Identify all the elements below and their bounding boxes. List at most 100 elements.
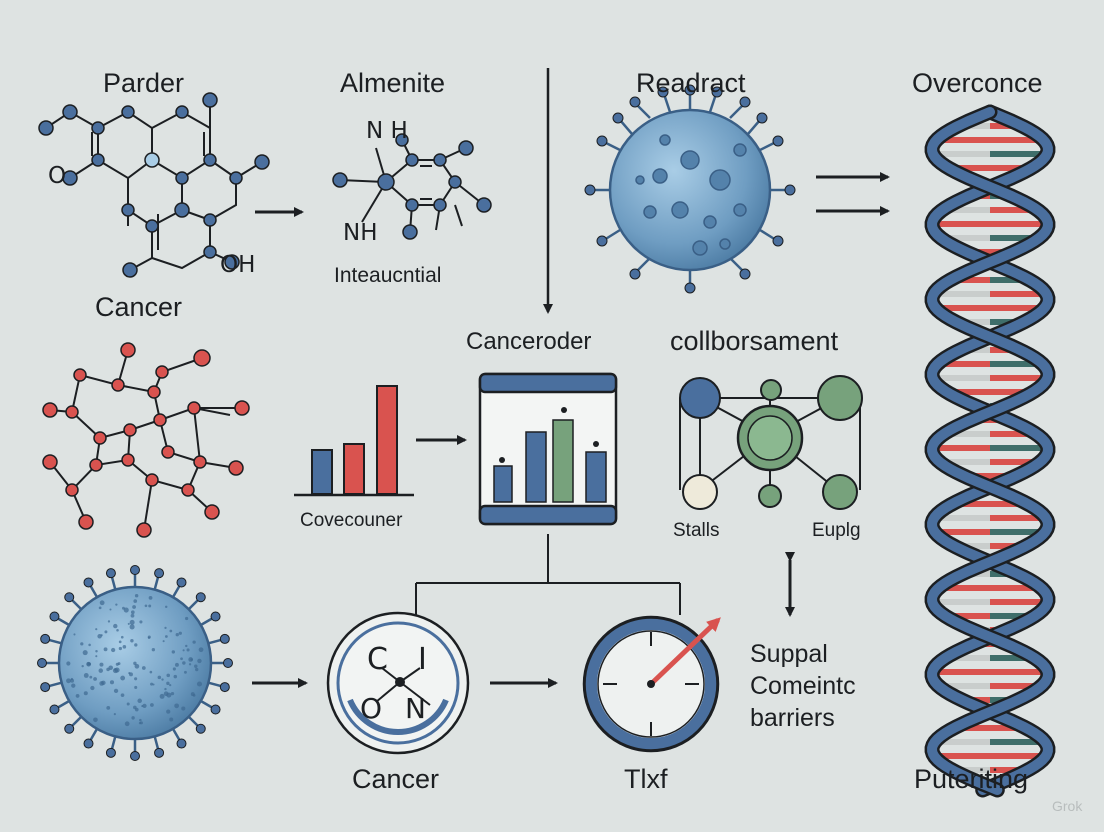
label-nh-bottom: NH (343, 220, 378, 246)
label-readract: Readract (636, 68, 746, 98)
magnifier-lens-icon (326, 611, 470, 755)
virus-speckle (66, 678, 71, 684)
virus-speckle (192, 640, 196, 644)
virus-speckle (106, 667, 110, 672)
virus-speckle (164, 635, 168, 638)
virus-speckle (81, 664, 84, 668)
dna-helix-icon (924, 104, 1056, 798)
molecule-hexagon-atoms (38, 92, 270, 278)
virus-speckle (95, 655, 98, 658)
virus-speckle (194, 664, 198, 668)
watermark: Grok (1052, 798, 1083, 814)
virus-speckle (99, 600, 105, 606)
virus-speckle (134, 643, 138, 647)
virus-speckle (113, 623, 118, 629)
virus-speckle (83, 673, 89, 678)
virus-speckle (130, 613, 135, 618)
virus-spike-tip (210, 611, 221, 622)
molecule-nh-atoms (332, 133, 492, 240)
virus-spike-tip (176, 738, 187, 749)
virus-speckle (134, 593, 139, 598)
virus-speckle (116, 629, 119, 632)
virus-spike-tip (64, 592, 75, 603)
label-covecouner: Covecouner (300, 510, 403, 531)
virus-speckle (192, 693, 196, 697)
virus-speckle (115, 603, 118, 606)
virus-speckle (164, 626, 167, 630)
label-almenite: Almenite (340, 68, 446, 98)
virus-speckle (93, 717, 98, 723)
virus-speckle (161, 678, 164, 681)
virus-speckle (93, 677, 97, 681)
virus-speckle (113, 688, 119, 694)
label-euplg: Euplg (812, 520, 861, 541)
dna-strand (927, 107, 1053, 795)
virus-speckle (150, 682, 154, 686)
virus-speckle (139, 721, 143, 725)
virus-spike-tip (64, 723, 75, 734)
virus-speckle (95, 650, 98, 653)
virus-speckle (80, 642, 84, 646)
label-oh: OH (220, 252, 256, 278)
virus-speckle (104, 630, 108, 634)
virus-speckle (114, 667, 120, 673)
virus-speckle (107, 620, 111, 623)
virus-spike-tip (40, 682, 51, 693)
label-lens-i: I (418, 642, 427, 677)
virus-speckle (130, 610, 135, 615)
virus-speckle (162, 640, 165, 643)
double-arrow-icon (816, 172, 890, 216)
virus-speckle (89, 675, 93, 679)
virus-speckle (170, 691, 175, 696)
virus-speckle (186, 648, 190, 652)
virus-speckle (185, 616, 189, 621)
virus-speckle (171, 650, 176, 654)
virus-speckle (141, 666, 146, 670)
virus-speckle (129, 624, 135, 630)
virus-spike-tip (83, 577, 94, 588)
virus-speckle (151, 648, 156, 652)
virus-speckle (166, 681, 170, 686)
label-lens-n: N (405, 692, 426, 725)
molecule-hexagon-icon (45, 100, 263, 271)
label-cancer-top: Cancer (95, 292, 183, 322)
virus-speckle (118, 640, 122, 644)
virus-speckle (129, 619, 135, 625)
dna-strand (927, 107, 1053, 795)
virus-speckle (198, 647, 204, 653)
virus-speckle (100, 634, 103, 637)
virus-speckle (149, 670, 153, 674)
virus-speckle (70, 677, 74, 681)
virus-speckle (166, 673, 171, 678)
virus-speckle (124, 721, 130, 727)
virus-speckle (134, 677, 138, 681)
virus-speckle (99, 662, 104, 667)
virus-speckle (139, 620, 143, 624)
virus-speckle (126, 702, 130, 706)
virus-speckle (134, 663, 140, 669)
virus-spike-tip (40, 633, 51, 644)
virus-speckle (109, 680, 115, 685)
virus-speckle (169, 684, 172, 687)
label-puteriting: Puteriting (914, 764, 1029, 794)
label-supp-block: Suppal Comeintc barriers (750, 638, 856, 734)
virus-speckle (166, 709, 171, 714)
label-nh-top: N H (366, 118, 408, 144)
virus-speckle (175, 662, 179, 667)
virus-large-icon (37, 565, 233, 761)
virus-speckle (133, 705, 137, 710)
virus-speckle (144, 604, 148, 608)
virus-speckle (106, 705, 111, 710)
virus-spike-tip (154, 568, 165, 579)
virus-speckle (98, 668, 104, 673)
virus-speckle (159, 693, 165, 699)
virus-speckle (109, 608, 112, 611)
virus-speckle (182, 649, 185, 652)
virus-speckle (111, 647, 116, 653)
label-canceroder: Canceroder (466, 328, 592, 355)
virus-speckle (197, 658, 202, 664)
virus-speckle (66, 661, 71, 666)
virus-speckle (127, 622, 130, 625)
virus-speckle (195, 667, 199, 672)
